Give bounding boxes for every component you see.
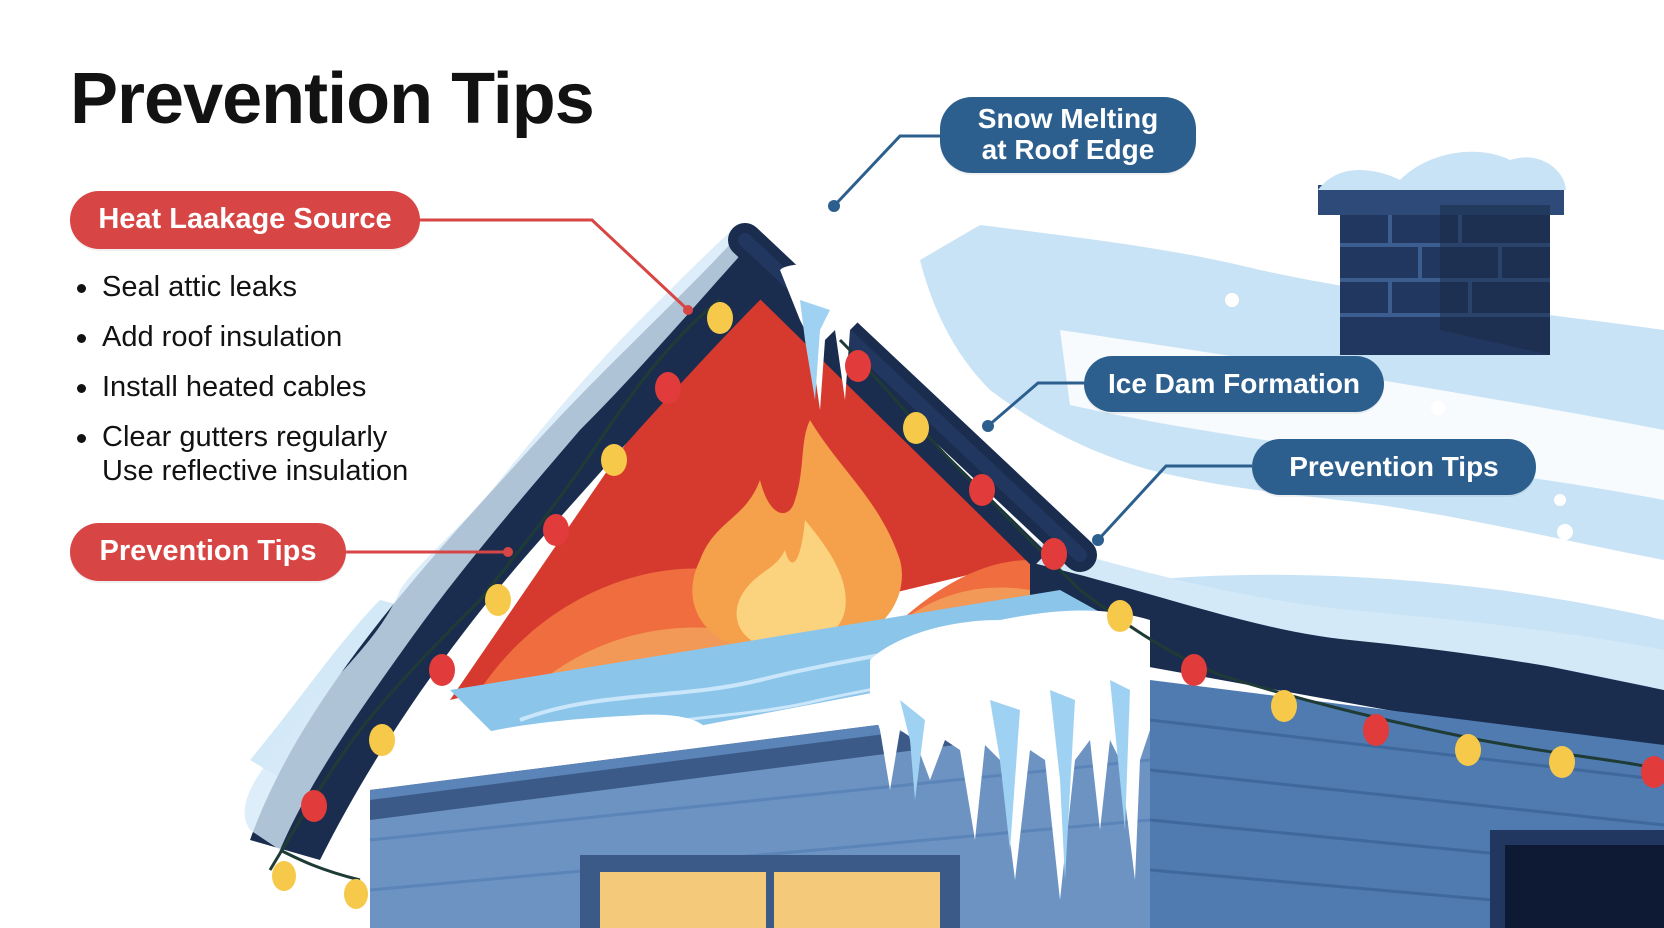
snow-melting-line1: Snow Melting	[977, 103, 1159, 135]
heat-leakage-text: Heat Laakage Source	[98, 203, 392, 236]
christmas-lights-icon	[268, 298, 1664, 909]
bullet-icon	[77, 434, 86, 443]
list-item-continuation: Use reflective insulation	[102, 455, 409, 487]
snow-melting-line2: at Roof Edge	[981, 134, 1155, 165]
prevention-tips-label-right: Prevention Tips	[1252, 439, 1536, 495]
prevention-tips-right-text: Prevention Tips	[1289, 450, 1499, 482]
ice-dam-text: Ice Dam Formation	[1107, 367, 1361, 399]
list-item: Clear gutters regularly	[70, 418, 408, 468]
right-roof	[1000, 540, 1664, 760]
front-wall	[369, 700, 1151, 928]
list-item: Seal attic leaks	[70, 268, 408, 318]
bullet-icon	[77, 284, 86, 293]
snow-melting-label: Snow Melting at Roof Edge	[940, 97, 1196, 173]
prevention-tips-label-left: Prevention Tips	[70, 523, 346, 581]
bullet-icon	[77, 384, 86, 393]
list-item: Add roof insulation	[70, 318, 408, 368]
page-title: Prevention Tips	[70, 59, 595, 139]
flame-icon	[692, 420, 902, 650]
tips-list: Seal attic leaks Add roof insulation Ins…	[70, 268, 408, 494]
bullet-icon	[77, 334, 86, 343]
chimney-icon	[1318, 151, 1566, 355]
heat-leakage-label: Heat Laakage Source	[70, 191, 420, 249]
icicles-icon	[780, 264, 1150, 900]
ice-dam-label: Ice Dam Formation	[1084, 356, 1384, 412]
list-item: Install heated cables	[70, 368, 408, 418]
leader-lines	[346, 134, 1252, 557]
prevention-tips-left-text: Prevention Tips	[99, 535, 317, 568]
right-wall	[1149, 680, 1664, 928]
